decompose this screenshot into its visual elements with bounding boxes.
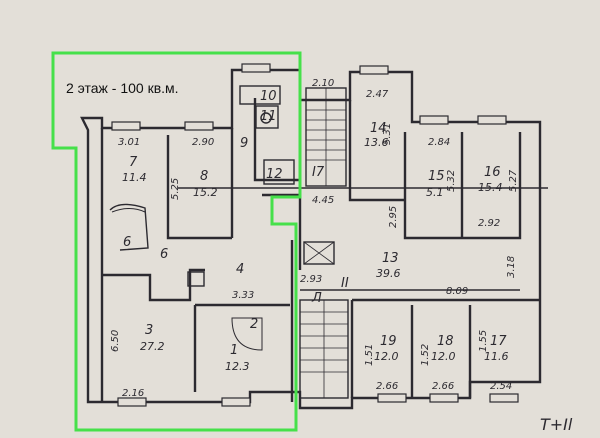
window-3 bbox=[241, 63, 271, 73]
room-number: I7 bbox=[312, 165, 325, 180]
door-arc-bay bbox=[111, 208, 146, 213]
fixture-box bbox=[187, 271, 205, 287]
room-number: Л bbox=[311, 291, 322, 306]
room-number: II bbox=[341, 276, 349, 291]
room-labels: 7 11.4 8 15.2 9 10 11 12 14 13.6 15 5.1 … bbox=[122, 89, 509, 373]
room-number: 15 bbox=[428, 169, 445, 184]
fixture-box bbox=[255, 105, 279, 129]
bay-wall bbox=[109, 203, 149, 251]
window-7 bbox=[117, 397, 147, 407]
toilet-icon bbox=[260, 112, 272, 124]
inner-wall-2 bbox=[166, 135, 232, 240]
room-number: 13 bbox=[382, 251, 399, 266]
room-area: 12.0 bbox=[374, 350, 399, 363]
dimension: 4.45 bbox=[312, 195, 334, 206]
elevator-box bbox=[303, 241, 335, 265]
window-5 bbox=[419, 115, 449, 125]
staircase-top bbox=[305, 87, 347, 187]
window-8 bbox=[221, 397, 251, 407]
room-number: 11 bbox=[260, 109, 277, 124]
door-arc-room-2 bbox=[231, 317, 263, 351]
room-number: 6 bbox=[123, 235, 131, 250]
inner-wall-6 bbox=[348, 100, 405, 202]
room-number: 3 bbox=[145, 323, 153, 338]
window-10 bbox=[429, 393, 459, 403]
outer-wall-left bbox=[80, 68, 542, 410]
floor-caption: 2 этаж - 100 кв.м. bbox=[66, 80, 179, 96]
dimension: 2.47 bbox=[366, 89, 389, 100]
room-area: 15.4 bbox=[478, 181, 503, 194]
room-number: 1 bbox=[230, 343, 238, 358]
room-number: 17 bbox=[490, 334, 507, 349]
corner-note: T+Il bbox=[540, 415, 573, 434]
room-number: 7 bbox=[129, 155, 138, 170]
inner-wall-9 bbox=[102, 268, 205, 302]
dimension: 3.01 bbox=[118, 137, 140, 148]
dimension: 1.51 bbox=[364, 344, 375, 366]
dimension-labels: 3.01 2.90 2.10 2.47 2.84 5.31 5.25 5.32 … bbox=[110, 78, 519, 399]
room-area: 5.1 bbox=[426, 186, 444, 199]
room-area: 27.2 bbox=[140, 340, 165, 353]
dimension: 5.25 bbox=[170, 178, 181, 200]
room-number: 6 bbox=[160, 247, 168, 262]
room-area: 39.6 bbox=[376, 267, 401, 280]
dimension: 5.27 bbox=[508, 169, 519, 192]
room-number: 12 bbox=[266, 167, 283, 182]
dimension: 2.66 bbox=[376, 381, 398, 392]
room-area: 11.6 bbox=[484, 350, 509, 363]
dimension: 2.84 bbox=[428, 137, 450, 148]
elevator-shaft bbox=[303, 241, 335, 265]
dimension: 8.09 bbox=[446, 286, 468, 297]
window-4 bbox=[359, 65, 389, 75]
room-area: 11.4 bbox=[122, 171, 147, 184]
staircase-bottom bbox=[299, 299, 349, 399]
dimension: 5.31 bbox=[382, 123, 393, 145]
inner-wall-4 bbox=[253, 98, 300, 182]
room-number: 9 bbox=[240, 136, 248, 151]
dimension: 2.66 bbox=[432, 381, 454, 392]
window-9 bbox=[377, 393, 407, 403]
room-area: 12.0 bbox=[431, 350, 456, 363]
room-number: 14 bbox=[370, 121, 387, 136]
dimension: 6.50 bbox=[110, 330, 121, 352]
dimension: 2.16 bbox=[122, 388, 144, 399]
highlight-outline bbox=[51, 51, 302, 432]
room-number: 18 bbox=[437, 334, 454, 349]
dimension: 2.92 bbox=[478, 218, 500, 229]
room-area: 12.3 bbox=[225, 360, 250, 373]
windows bbox=[111, 63, 519, 407]
dimension: 1.55 bbox=[478, 330, 489, 352]
dimension: 2.95 bbox=[388, 206, 399, 228]
elevator-cross bbox=[303, 241, 335, 265]
fixture-box bbox=[239, 85, 281, 105]
room-number: 10 bbox=[260, 89, 277, 104]
dimension: 2.10 bbox=[312, 78, 334, 89]
room-area: 15.2 bbox=[193, 186, 218, 199]
window-2 bbox=[184, 121, 214, 131]
room-number: 8 bbox=[200, 169, 208, 184]
fixtures bbox=[111, 85, 295, 351]
dimension: 3.33 bbox=[232, 290, 254, 301]
dimension: 5.32 bbox=[446, 170, 457, 192]
room-number: 19 bbox=[380, 334, 397, 349]
dimension: 2.54 bbox=[490, 381, 512, 392]
window-6 bbox=[477, 115, 507, 125]
dimension: 3.18 bbox=[506, 256, 517, 278]
room-number: 16 bbox=[484, 165, 501, 180]
room-area: 13.6 bbox=[364, 136, 389, 149]
fixture-box bbox=[263, 159, 295, 185]
dimension: 1.52 bbox=[420, 344, 431, 366]
dimension: 2.93 bbox=[300, 274, 322, 285]
window-11 bbox=[489, 393, 519, 403]
room-number: 2 bbox=[250, 317, 258, 332]
room-number: 4 bbox=[236, 262, 244, 277]
dimension: 2.90 bbox=[192, 137, 214, 148]
window-1 bbox=[111, 121, 141, 131]
